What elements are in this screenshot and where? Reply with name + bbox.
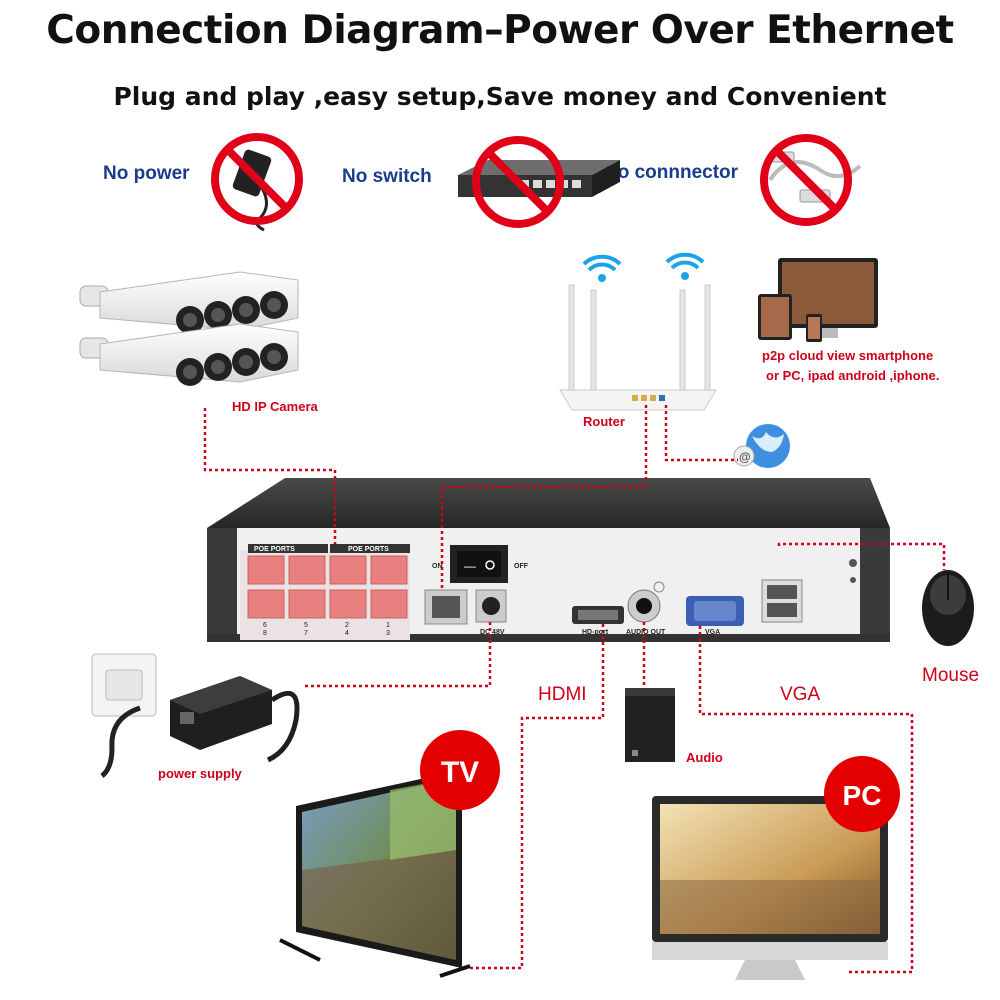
multi-device-icon <box>758 258 878 342</box>
audio-speaker-icon <box>625 688 675 762</box>
wifi-icon <box>665 252 705 280</box>
svg-text:—: — <box>464 559 476 573</box>
vga-label: VGA <box>780 684 821 705</box>
power-supply-icon <box>170 676 300 763</box>
mouse-label: Mouse <box>922 665 980 686</box>
poe-ports-label: POE PORTS <box>254 546 295 553</box>
hdmi-label: HDMI <box>538 684 587 705</box>
poe-ports-label: POE PORTS <box>348 546 389 553</box>
port-number: 3 <box>386 630 390 637</box>
ip-camera-group <box>79 271 299 386</box>
router-icon <box>559 284 717 411</box>
audio-label: Audio <box>686 750 723 765</box>
port-number: 7 <box>304 630 308 637</box>
page-subtitle: Plug and play ,easy setup,Save money and… <box>113 82 887 111</box>
hd-ip-camera-label: HD IP Camera <box>232 399 318 414</box>
audio-out-label: AUDIO OUT <box>626 629 666 636</box>
internet-globe-icon: @ <box>733 424 790 468</box>
cloud-view-line2: or PC, ipad android ,iphone. <box>766 368 940 383</box>
pc-badge-text: PC <box>843 780 882 811</box>
tv-badge: TV <box>420 730 500 810</box>
port-number: 4 <box>345 630 349 637</box>
cloud-view-line1: p2p cloud view smartphone <box>762 348 934 363</box>
port-number: 5 <box>304 622 308 629</box>
hdmi-port-label: HD-port <box>582 629 609 636</box>
port-number: 8 <box>263 630 267 637</box>
prohibited-icon <box>760 134 852 226</box>
pc-badge: PC <box>824 756 900 832</box>
no-power-label: No power <box>103 163 190 184</box>
power-supply-label: power supply <box>158 766 242 781</box>
page-title: Connection Diagram–Power Over Ethernet <box>46 8 954 53</box>
mouse-icon <box>922 570 974 646</box>
prohibited-icon <box>472 136 564 228</box>
off-label: OFF <box>514 563 529 570</box>
dc-label: DC 48V <box>480 629 505 636</box>
nvr-recorder: — <box>207 478 890 642</box>
port-number: 1 <box>386 622 390 629</box>
poe-port-grid <box>247 555 408 619</box>
wifi-icon <box>582 254 622 282</box>
prohibited-icon <box>211 133 303 225</box>
port-number: 6 <box>263 622 267 629</box>
wall-socket-icon <box>91 653 157 778</box>
no-switch-label: No switch <box>342 166 432 187</box>
svg-text:@: @ <box>739 450 751 464</box>
tv-badge-text: TV <box>441 756 479 789</box>
connection-lines <box>203 405 946 974</box>
tv-icon <box>279 770 471 978</box>
port-number: 2 <box>345 622 349 629</box>
on-label: ON <box>432 563 443 570</box>
router-label: Router <box>583 414 625 429</box>
no-connector-label: No connnector <box>604 162 739 183</box>
vga-port-label: VGA <box>705 629 720 636</box>
